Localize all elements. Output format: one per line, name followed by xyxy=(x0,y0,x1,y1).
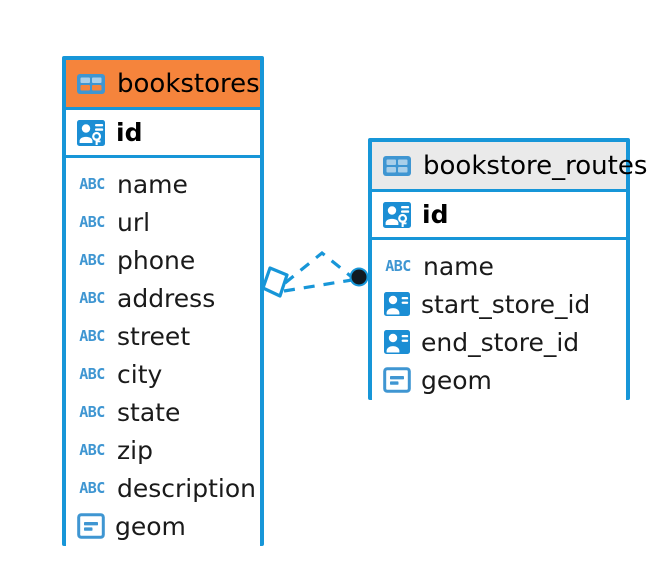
field-label-address: address xyxy=(117,283,216,313)
field-label-start-store-id: start_store_id xyxy=(421,289,591,319)
field-label-end-store-id: end_store_id xyxy=(421,327,580,357)
field-label-name: name xyxy=(117,169,188,199)
abc-icon: ABC xyxy=(77,403,107,421)
field-row-city[interactable]: ABC city xyxy=(66,355,260,393)
abc-icon: ABC xyxy=(77,289,107,307)
field-label-geom: geom xyxy=(421,365,492,395)
abc-icon: ABC xyxy=(77,441,107,459)
abc-icon-label: ABC xyxy=(79,250,105,269)
field-label-geom: geom xyxy=(115,511,186,541)
field-label-street: street xyxy=(117,321,191,351)
abc-icon: ABC xyxy=(77,175,107,193)
abc-icon: ABC xyxy=(383,257,413,275)
foreign-key-icon xyxy=(383,329,411,355)
geometry-icon xyxy=(383,367,411,393)
primary-key-label-bookstores: id xyxy=(116,118,143,147)
abc-icon-label: ABC xyxy=(79,440,105,459)
field-label-phone: phone xyxy=(117,245,196,275)
primary-key-row-bookstores[interactable]: id xyxy=(66,110,260,158)
table-icon xyxy=(382,154,412,178)
field-row-state[interactable]: ABC state xyxy=(66,393,260,431)
field-label-zip: zip xyxy=(117,435,153,465)
geometry-icon xyxy=(77,513,105,539)
entity-title-bookstores: bookstores xyxy=(117,68,260,99)
field-row-name[interactable]: ABC name xyxy=(66,165,260,203)
field-row-geom[interactable]: geom xyxy=(66,507,260,545)
abc-icon: ABC xyxy=(77,327,107,345)
relationship-line-lower xyxy=(283,278,353,293)
field-label-name: name xyxy=(423,251,494,281)
relationship-diamond-marker xyxy=(261,266,289,298)
abc-icon: ABC xyxy=(77,251,107,269)
field-row-address[interactable]: ABC address xyxy=(66,279,260,317)
abc-icon: ABC xyxy=(77,479,107,497)
relationship-dot-marker xyxy=(349,267,369,287)
abc-icon-label: ABC xyxy=(79,326,105,345)
entity-header-bookstore-routes[interactable]: bookstore_routes xyxy=(372,142,647,192)
entity-bookstores[interactable]: bookstores id ABC xyxy=(62,56,264,553)
abc-icon-label: ABC xyxy=(79,364,105,383)
field-row-geom[interactable]: geom xyxy=(372,361,626,399)
entity-title-bookstore-routes: bookstore_routes xyxy=(423,150,648,181)
field-row-url[interactable]: ABC url xyxy=(66,203,260,241)
field-label-description: description xyxy=(117,473,257,503)
abc-icon-label: ABC xyxy=(79,478,105,497)
field-row-zip[interactable]: ABC zip xyxy=(66,431,260,469)
field-row-end-store-id[interactable]: end_store_id xyxy=(372,323,626,361)
field-row-street[interactable]: ABC street xyxy=(66,317,260,355)
table-icon xyxy=(76,72,106,96)
entity-header-bookstores[interactable]: bookstores xyxy=(66,60,260,110)
abc-icon-label: ABC xyxy=(385,256,411,275)
entity-bookstore-routes[interactable]: bookstore_routes id ABC xyxy=(368,138,647,407)
primary-key-icon xyxy=(382,201,412,229)
field-list-bookstore-routes: ABC name start_store_id xyxy=(372,240,626,407)
field-row-start-store-id[interactable]: start_store_id xyxy=(372,285,626,323)
abc-icon: ABC xyxy=(77,213,107,231)
primary-key-label-bookstore-routes: id xyxy=(422,200,449,229)
foreign-key-icon xyxy=(383,291,411,317)
field-label-url: url xyxy=(117,207,151,237)
field-row-description[interactable]: ABC description xyxy=(66,469,260,507)
relationship-line-upper xyxy=(283,250,355,285)
primary-key-row-bookstore-routes[interactable]: id xyxy=(372,192,626,240)
abc-icon-label: ABC xyxy=(79,212,105,231)
abc-icon-label: ABC xyxy=(79,174,105,193)
field-label-city: city xyxy=(117,359,163,389)
field-row-name[interactable]: ABC name xyxy=(372,247,626,285)
abc-icon-label: ABC xyxy=(79,402,105,421)
field-label-state: state xyxy=(117,397,181,427)
abc-icon-label: ABC xyxy=(79,288,105,307)
primary-key-icon xyxy=(76,119,106,147)
field-list-bookstores: ABC name ABC url ABC phone ABC xyxy=(66,158,260,553)
abc-icon: ABC xyxy=(77,365,107,383)
field-row-phone[interactable]: ABC phone xyxy=(66,241,260,279)
